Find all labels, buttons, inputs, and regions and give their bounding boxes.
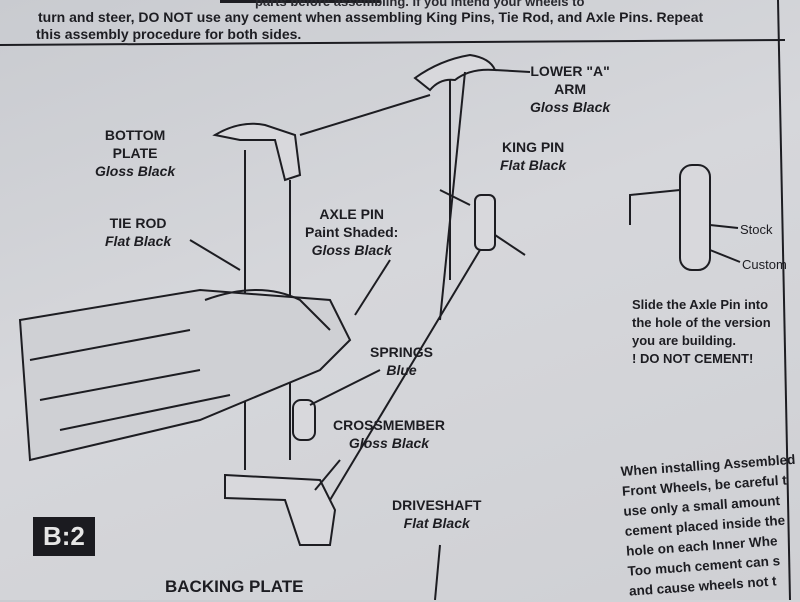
paint-color: Gloss Black	[95, 163, 176, 179]
inset-axle-pin-part	[629, 189, 681, 225]
bottom-plate-part	[212, 122, 302, 182]
paint-color: Gloss Black	[348, 435, 430, 451]
part-name: ARM	[554, 81, 587, 97]
label-crossmember: CROSSMEMBER Gloss Black	[333, 416, 445, 452]
inset-stock-label: Stock	[740, 222, 773, 237]
leader-line	[709, 224, 739, 229]
king-pin-part	[474, 194, 496, 251]
part-name: PLATE	[112, 145, 158, 161]
leader-line	[709, 249, 741, 263]
leader-line	[354, 259, 391, 316]
inset-line: the hole of the version	[632, 315, 771, 330]
label-tie-rod: TIE ROD Flat Black	[105, 214, 171, 250]
paint-color: Flat Black	[403, 515, 470, 531]
assembly-arrow-line	[494, 234, 526, 256]
label-backing-plate: BACKING PLATE	[165, 577, 304, 596]
chassis-detail-lines	[29, 329, 231, 431]
label-driveshaft: DRIVESHAFT Flat Black	[392, 496, 481, 532]
intro-line-2: this assembly procedure for both sides.	[36, 26, 302, 42]
assembly-arrow-line	[299, 94, 431, 136]
paint-color: Gloss Black	[530, 99, 611, 115]
crossmember-part	[224, 473, 337, 546]
leader-line	[189, 239, 241, 271]
inset-custom-label: Custom	[742, 257, 787, 272]
part-name: LOWER "A"	[530, 63, 610, 79]
step-badge: B:2	[33, 517, 95, 556]
inset-warning: ! DO NOT CEMENT!	[632, 351, 754, 366]
paint-color: Flat Black	[500, 157, 567, 173]
part-name: CROSSMEMBER	[333, 417, 446, 433]
part-name: DRIVESHAFT	[392, 497, 482, 513]
chassis-frame-part	[18, 288, 352, 462]
inset-line: you are building.	[632, 333, 737, 348]
part-name: AXLE PIN	[319, 206, 384, 222]
divider-line	[0, 39, 786, 46]
tie-rod-part	[204, 289, 331, 331]
leader-line	[314, 459, 341, 491]
intro-line-partial: parts before assembling. If you intend y…	[255, 0, 585, 9]
part-name: KING PIN	[501, 139, 565, 155]
assembly-arrow-line	[329, 249, 481, 501]
label-king-pin: KING PIN Flat Black	[500, 138, 566, 174]
part-name: SPRINGS	[370, 344, 434, 360]
intro-line-1: turn and steer, DO NOT use any cement wh…	[38, 9, 704, 25]
inset-line: Slide the Axle Pin into	[632, 297, 769, 312]
paint-color: Blue	[386, 362, 417, 378]
wheel-note: When installing Assembled Front Wheels, …	[620, 450, 800, 602]
label-bottom-plate: BOTTOM PLATE Gloss Black	[95, 126, 175, 180]
springs-part	[292, 399, 316, 441]
driveshaft-part	[434, 544, 441, 600]
axle-pin-part	[439, 189, 471, 206]
frame-line	[777, 0, 791, 600]
paint-note: Paint Shaded:	[305, 224, 399, 240]
part-name: BOTTOM	[104, 127, 166, 143]
paint-color: Flat Black	[105, 233, 172, 249]
part-name: TIE ROD	[109, 215, 167, 231]
paint-color: Gloss Black	[311, 242, 392, 258]
label-lower-a-arm: LOWER "A" ARM Gloss Black	[530, 62, 610, 116]
leader-line	[494, 69, 531, 73]
inset-king-pin-part	[679, 164, 711, 271]
lower-a-arm-part	[413, 53, 497, 92]
label-axle-pin: AXLE PIN Paint Shaded: Gloss Black	[305, 205, 398, 259]
leader-line	[309, 369, 381, 406]
inset-instructions: Slide the Axle Pin into the hole of the …	[632, 296, 771, 368]
label-springs: SPRINGS Blue	[370, 343, 433, 379]
